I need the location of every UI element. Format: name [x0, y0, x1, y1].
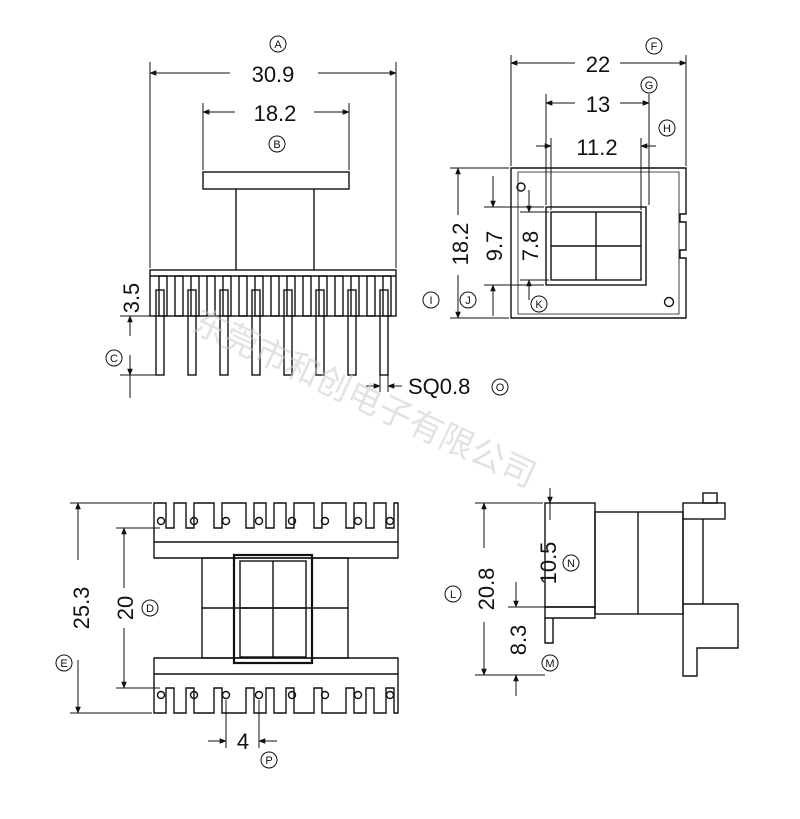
pins — [155, 289, 389, 376]
bottom-view: 25.3 E 20 D 4 P — [55, 502, 399, 769]
dim-h-value: 11.2 — [576, 135, 617, 160]
dim-l-value: 20.8 — [474, 568, 499, 611]
end-view: 22 F 13 G 11.2 H 18.2 I 9.7 J — [422, 37, 687, 319]
dim-j-value: 9.7 — [482, 231, 507, 262]
top-flange — [202, 171, 350, 190]
label-c: C — [110, 353, 118, 365]
dim-p-value: 4 — [237, 729, 249, 754]
dim-m-value: 8.3 — [506, 625, 531, 656]
watermark-text: 东莞市和创电子有限公司 — [186, 302, 542, 496]
label-n: N — [567, 558, 575, 570]
label-h: H — [663, 123, 671, 135]
front-view: 30.9 A 18.2 B 3.5 C SQ0.8 O — [105, 35, 509, 399]
dim-f-value: 22 — [586, 52, 610, 77]
dim-o-value: SQ0.8 — [408, 374, 470, 399]
label-f: F — [651, 41, 658, 53]
side-view: 20.8 L 10.5 N 8.3 M — [444, 488, 739, 696]
label-i: I — [429, 295, 432, 307]
label-a: A — [274, 39, 282, 51]
label-e: E — [60, 658, 67, 670]
dim-b-value: 18.2 — [254, 101, 297, 126]
dim-g-value: 13 — [586, 92, 610, 117]
label-m: M — [545, 658, 554, 670]
dim-k-value: 7.8 — [518, 231, 543, 262]
label-b: B — [273, 139, 280, 151]
label-p: P — [265, 755, 272, 767]
label-j: J — [465, 295, 471, 307]
label-o: O — [496, 382, 505, 394]
label-d: D — [146, 603, 154, 615]
base-slots — [158, 275, 392, 317]
dim-c-value: 3.5 — [119, 283, 144, 314]
label-g: G — [645, 80, 654, 92]
dim-i-value: 18.2 — [448, 223, 473, 266]
label-l: L — [450, 589, 456, 601]
dim-n-value: 10.5 — [536, 542, 561, 585]
dim-e-value: 25.3 — [69, 587, 94, 630]
label-k: K — [535, 299, 543, 311]
dim-a-value: 30.9 — [252, 62, 295, 87]
dim-d-value: 20 — [113, 596, 138, 620]
